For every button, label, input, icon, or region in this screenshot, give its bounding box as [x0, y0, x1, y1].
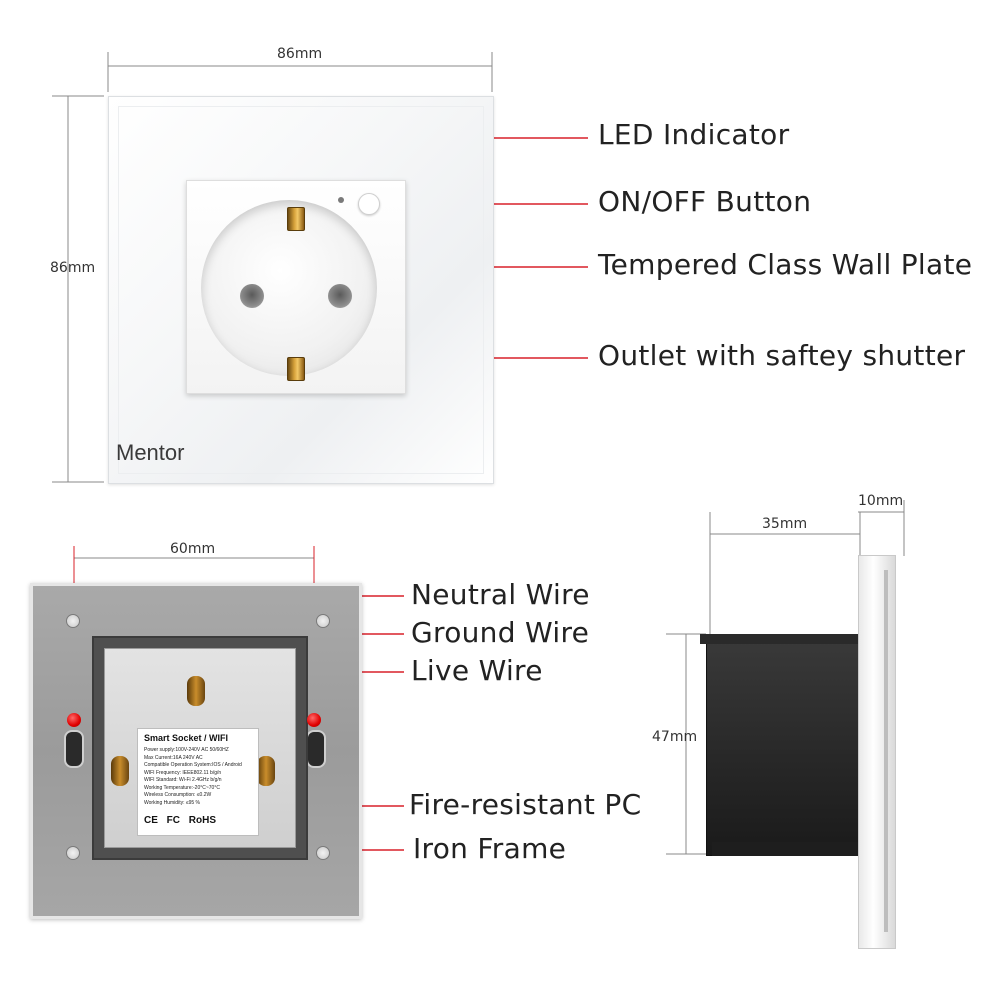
wall-plate-label: Tempered Class Wall Plate	[598, 248, 973, 281]
side-view-housing-top	[700, 634, 860, 644]
spec-line: WIFI Standard: Wi-Fi 2.4GHz b/g/n	[144, 777, 222, 783]
spec-line: Wireless Consumption: ≤0.2W	[144, 792, 212, 798]
side-height-dim: 47mm	[652, 729, 698, 745]
live-terminal	[257, 756, 275, 786]
brand-logo: Mentor	[116, 440, 185, 465]
led-indicator-label: LED Indicator	[598, 118, 790, 151]
outlet-label: Outlet with saftey shutter	[598, 339, 966, 372]
left-mount-slot	[64, 730, 84, 768]
iron-frame-label: Iron Frame	[413, 832, 567, 865]
led-indicator	[338, 197, 344, 203]
neutral-terminal	[111, 756, 129, 786]
spec-label-card: Smart Socket / WIFI Power supply:100V-24…	[137, 728, 259, 836]
live-wire-label: Live Wire	[411, 654, 543, 687]
certification-marks: CE FC RoHS	[144, 815, 216, 826]
side-view-plate	[858, 555, 896, 949]
side-view-plate-edge	[884, 570, 888, 932]
fire-resistant-pc-label: Fire-resistant PC	[409, 788, 642, 821]
bottom-earth-clip	[287, 357, 305, 381]
back-width-dim: 60mm	[170, 541, 216, 557]
frame-screw	[316, 614, 330, 628]
spec-line: Working Temperature:-20°C~70°C	[144, 784, 220, 791]
side-plate-dim: 10mm	[858, 493, 904, 509]
right-red-marker	[307, 713, 321, 727]
left-red-marker	[67, 713, 81, 727]
side-depth-dim: 35mm	[762, 516, 808, 532]
left-pin-hole	[240, 284, 264, 308]
spec-line: WIFI Frequency: IEEE802.11 b/g/n	[144, 769, 222, 776]
front-height-dim: 86mm	[50, 260, 96, 276]
spec-title: Smart Socket / WIFI	[144, 733, 229, 743]
right-mount-slot	[306, 730, 326, 768]
neutral-wire-label: Neutral Wire	[411, 578, 590, 611]
frame-screw	[66, 614, 80, 628]
side-view-housing-bottom	[712, 842, 858, 856]
right-pin-hole	[328, 284, 352, 308]
frame-screw	[316, 846, 330, 860]
frame-screw	[66, 846, 80, 860]
side-view-housing	[706, 634, 862, 856]
on-off-button[interactable]	[358, 193, 380, 215]
ground-wire-label: Ground Wire	[411, 616, 590, 649]
spec-line: Max Current:16A 240V AC	[144, 754, 203, 761]
top-earth-clip	[287, 207, 305, 231]
front-width-dim: 86mm	[277, 46, 323, 62]
ground-terminal	[187, 676, 205, 706]
on-off-button-label: ON/OFF Button	[598, 185, 812, 218]
spec-line: Compatible Operation System:IOS / Androi…	[144, 762, 242, 768]
spec-line: Power supply:100V-240V AC 50/60HZ	[144, 747, 229, 753]
spec-line: Working Humidity: ≤95 %	[144, 799, 201, 806]
plate-inner-edge	[118, 106, 484, 474]
